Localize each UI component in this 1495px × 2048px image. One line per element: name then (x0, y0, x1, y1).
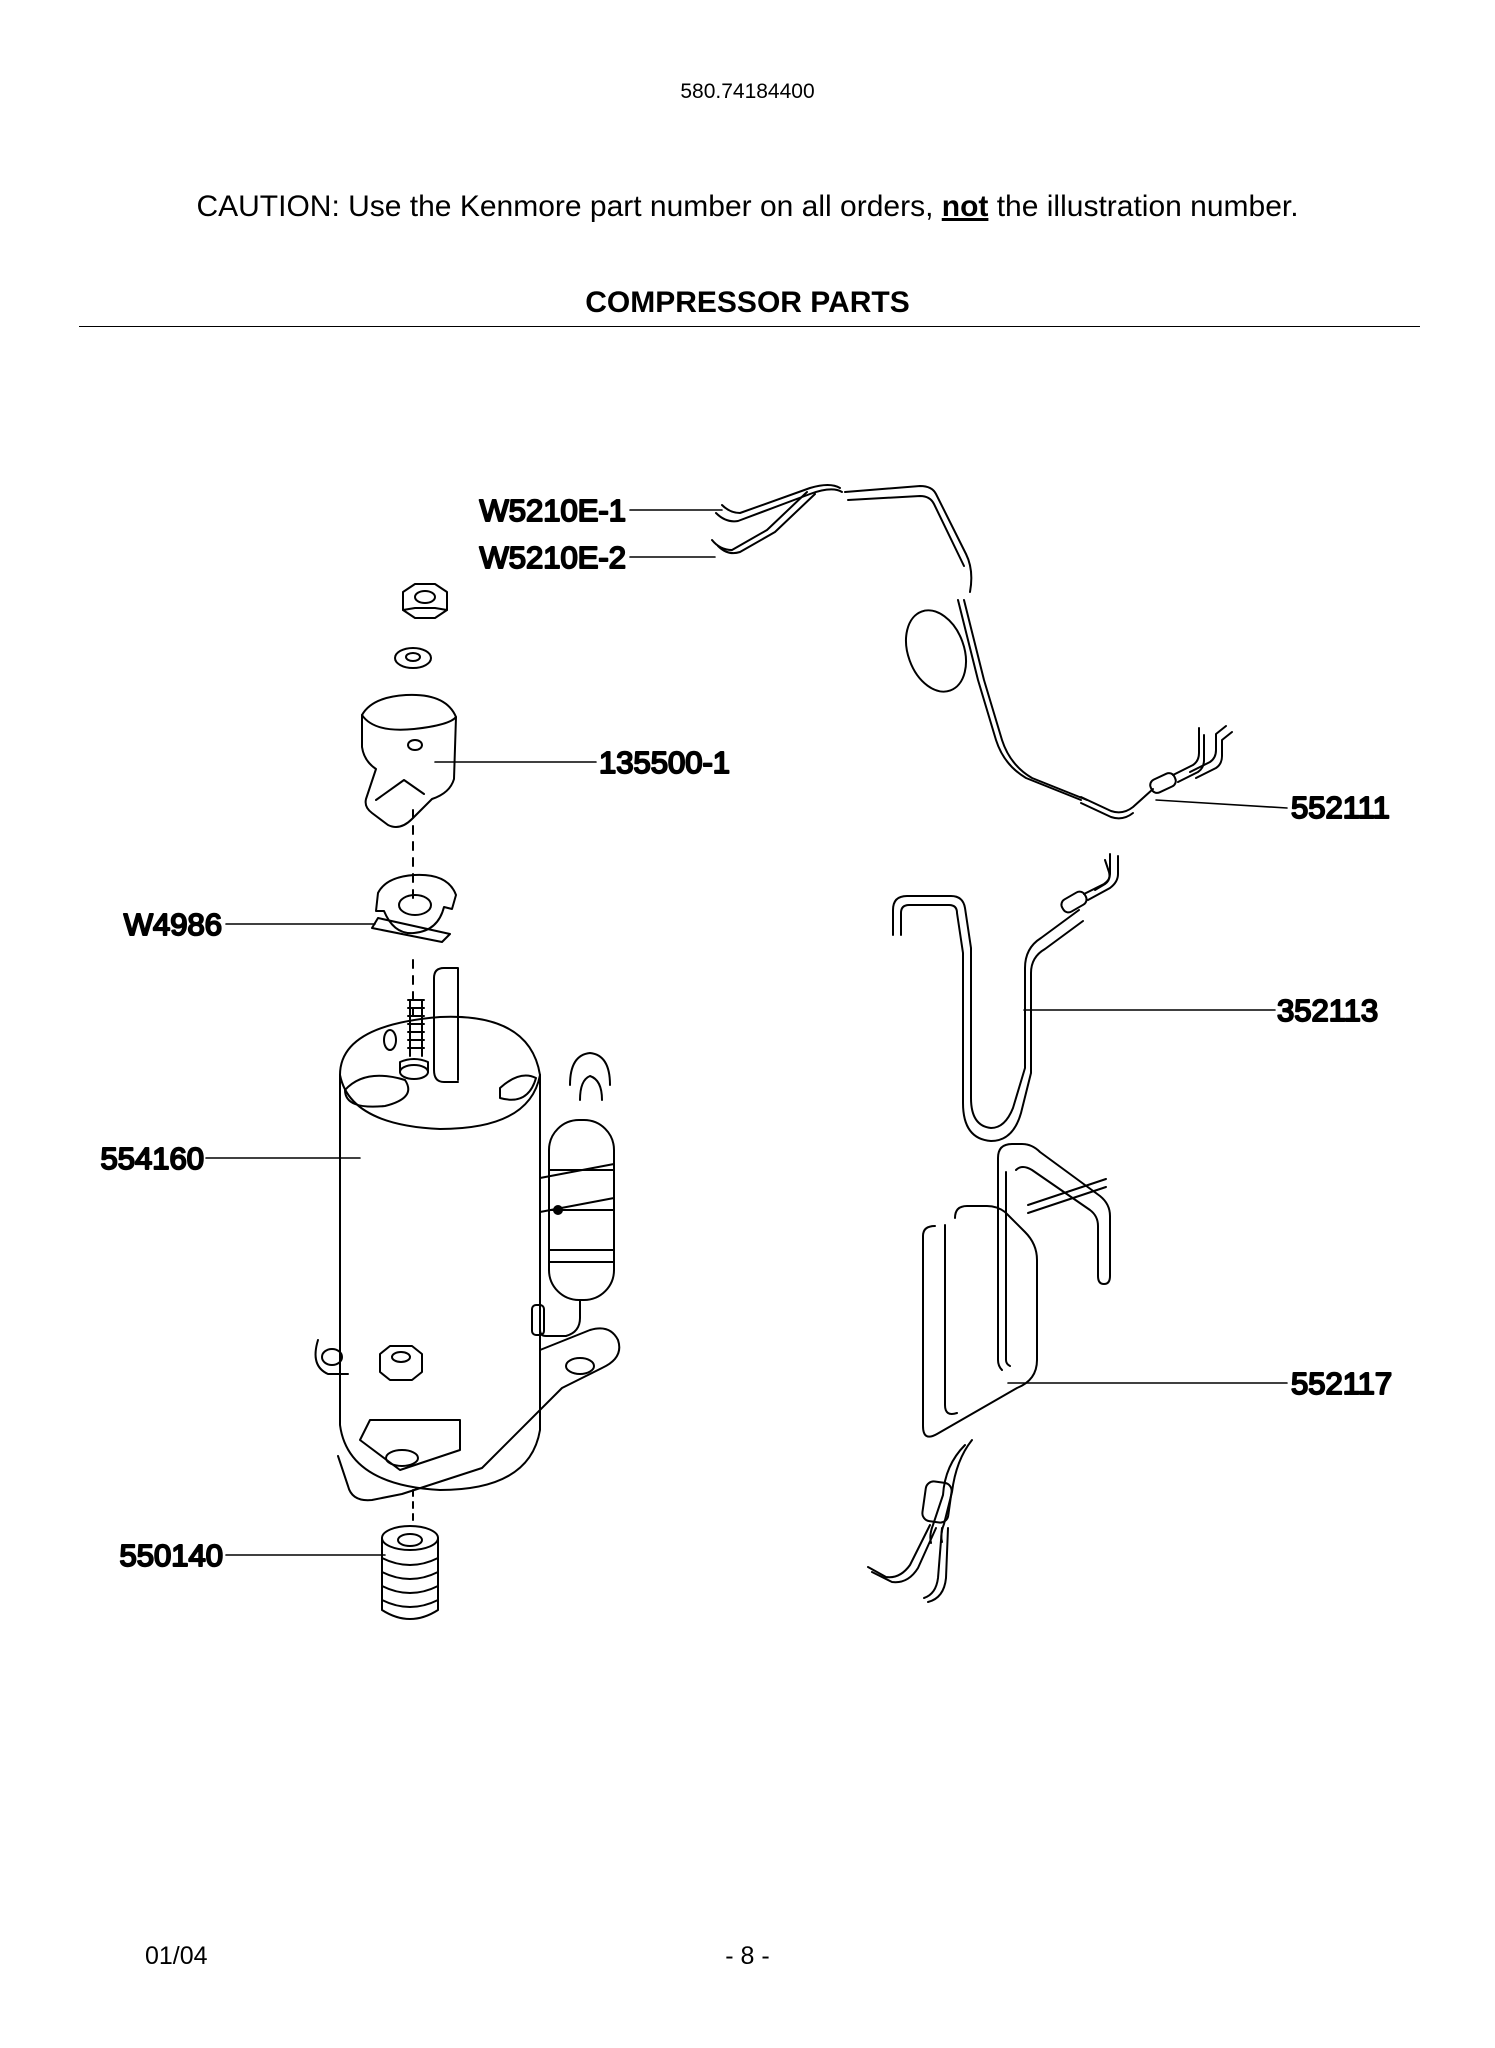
page-number: - 8 - (725, 1942, 770, 1970)
part-label-554160: 554160 (101, 1141, 204, 1176)
caution-notice: CAUTION: Use the Kenmore part number on … (0, 190, 1495, 224)
part-label-552117: 552117 (1291, 1366, 1392, 1401)
part-label-552111: 552111 (1291, 790, 1390, 825)
part-label-w4986: W4986 (124, 907, 222, 942)
title-rule (79, 326, 1420, 327)
caution-emphasis: not (941, 190, 989, 223)
discharge-tube-drawing (892, 853, 1119, 1142)
caution-suffix: the illustration number. (988, 190, 1299, 223)
part-label-w5210e-1: W5210E-1 (480, 493, 626, 528)
part-label-352113: 352113 (1277, 993, 1378, 1028)
compressor-drawing (314, 583, 621, 1620)
leader-lines (205, 509, 1288, 1556)
section-title: COMPRESSOR PARTS (585, 286, 910, 319)
suction-tube-drawing (867, 1143, 1111, 1603)
caution-prefix: CAUTION: Use the Kenmore part number on … (196, 190, 942, 223)
capillary-tube-assembly-drawing (711, 484, 1233, 820)
part-label-w5210e-2: W5210E-2 (480, 540, 626, 575)
model-number: 580.74184400 (680, 80, 815, 103)
footer-date: 01/04 (145, 1942, 208, 1970)
part-label-135500-1: 135500-1 (599, 745, 730, 780)
part-label-550140: 550140 (120, 1538, 223, 1573)
